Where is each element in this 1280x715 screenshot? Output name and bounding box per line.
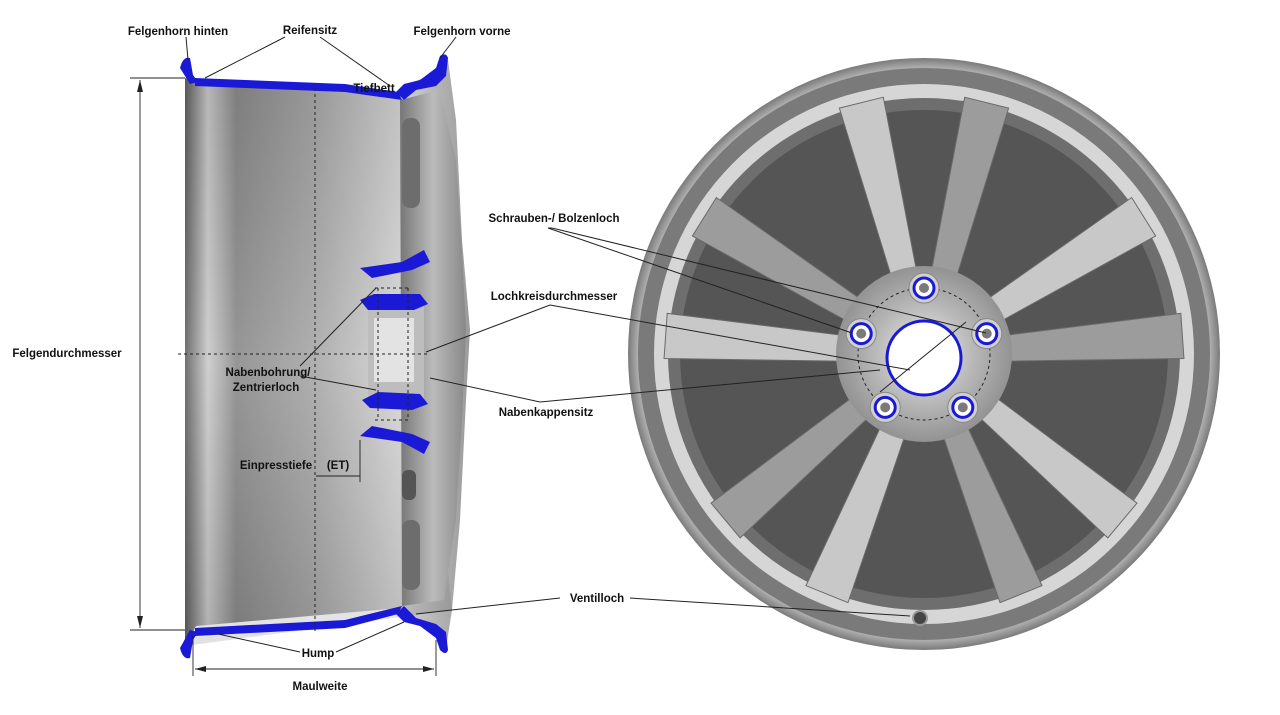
bolt-hole-top xyxy=(360,294,428,310)
label-offset: Einpresstiefe xyxy=(240,460,312,472)
pitch-circle xyxy=(857,287,991,421)
label-rim-flange-rear: Felgenhorn hinten xyxy=(128,26,228,38)
center-bore xyxy=(885,319,963,397)
bolt-hole-inner xyxy=(880,402,891,413)
spokes xyxy=(663,96,1185,604)
spoke-window xyxy=(402,470,416,500)
hump-bottom xyxy=(396,606,448,653)
side-section-view xyxy=(130,36,470,676)
valve-hole xyxy=(912,610,928,626)
flange-rear-bottom xyxy=(180,630,198,659)
hub-seat-bottom xyxy=(360,426,430,454)
label-center-bore-2: Zentrierloch xyxy=(233,382,299,394)
label-bolt-hole: Schrauben-/ Bolzenloch xyxy=(489,213,620,225)
bolt-holes xyxy=(845,272,1003,423)
label-tire-seat: Reifensitz xyxy=(283,25,338,37)
front-view xyxy=(415,58,1220,650)
highlighted-sections xyxy=(180,54,448,659)
label-valve-hole: Ventilloch xyxy=(570,593,624,605)
label-rim-width: Maulweite xyxy=(293,681,348,693)
label-hub-cap-seat: Nabenkappensitz xyxy=(499,407,594,419)
rim-face-back xyxy=(400,90,466,606)
label-center-bore-1: Nabenbohrung/ xyxy=(226,367,312,379)
tire-seat-top xyxy=(195,78,402,100)
bolt-hole-inner xyxy=(981,328,992,339)
bolt-hole-inner xyxy=(856,328,867,339)
label-rim-flange-front: Felgenhorn vorne xyxy=(413,26,510,38)
flange-rear-top xyxy=(180,57,198,84)
label-rim-diameter: Felgendurchmesser xyxy=(12,348,122,360)
bolt-hole-inner xyxy=(957,402,968,413)
bolt-hole-inner xyxy=(919,283,929,293)
spoke-window xyxy=(402,520,420,590)
label-pitch-circle: Lochkreisdurchmesser xyxy=(491,291,618,303)
hub-bore-surface xyxy=(374,318,414,382)
tire-seat-bottom xyxy=(195,606,402,636)
drop-center-top xyxy=(396,54,448,100)
spoke-window xyxy=(402,118,420,208)
hub-seat-top xyxy=(360,250,430,278)
label-offset-abbr: (ET) xyxy=(327,460,350,472)
labels: Felgenhorn hinten Reifensitz Felgenhorn … xyxy=(12,25,624,693)
label-drop-center: Tiefbett xyxy=(353,83,394,95)
label-hump: Hump xyxy=(302,648,335,660)
